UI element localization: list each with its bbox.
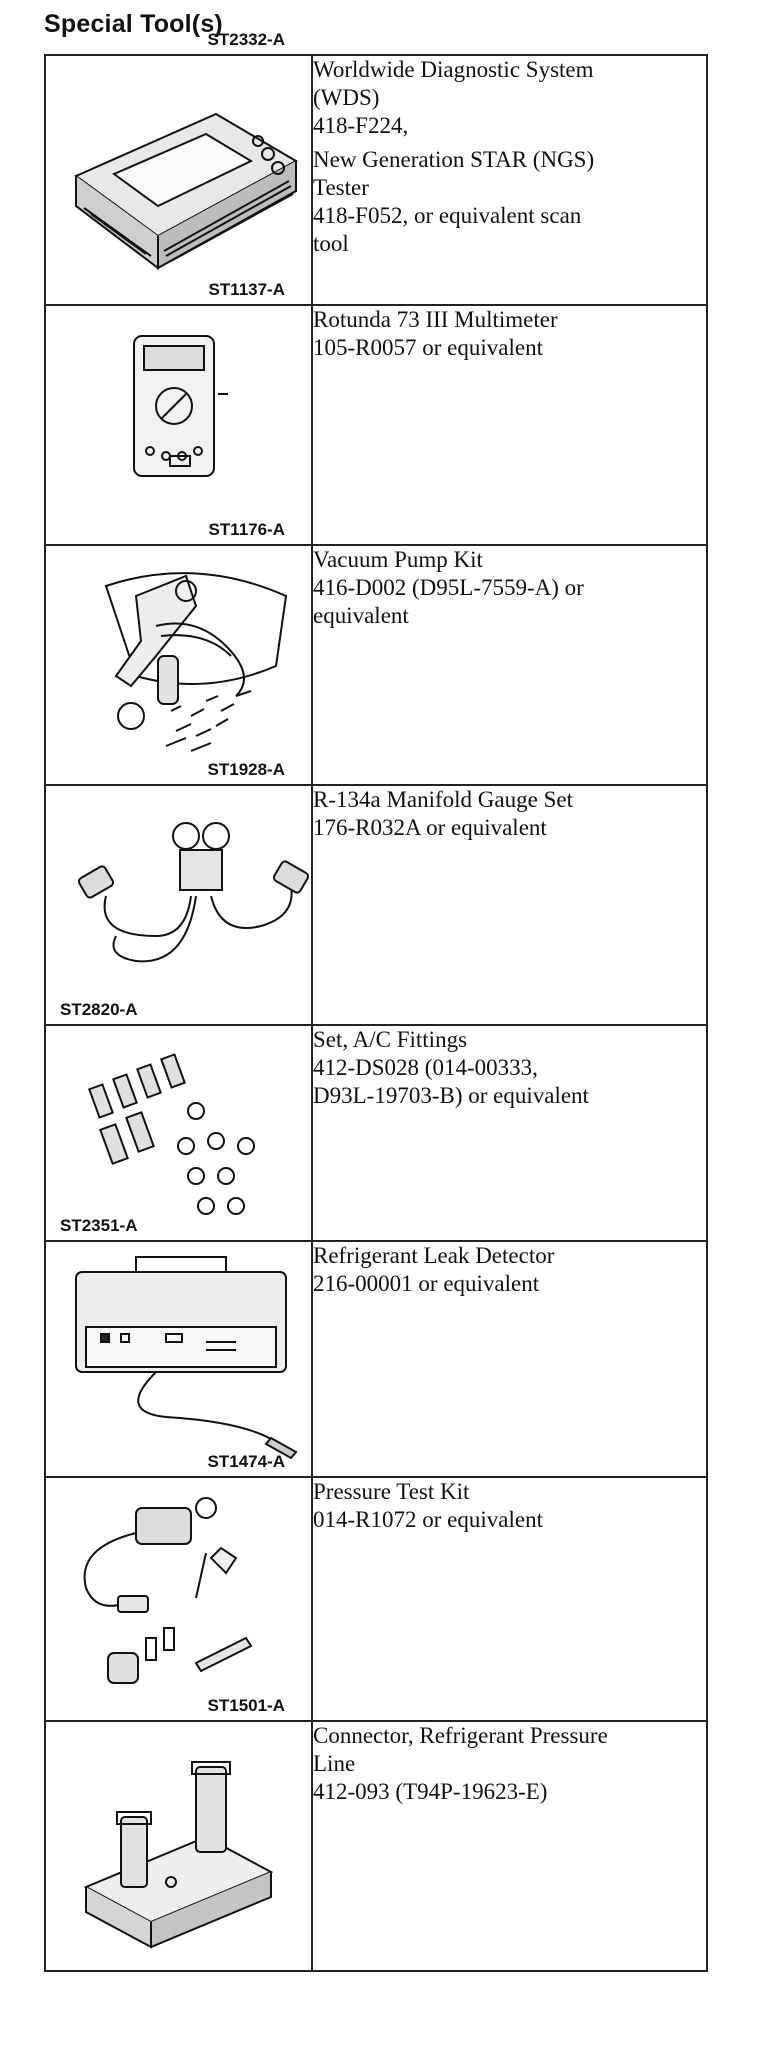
tool-code: ST1928-A — [207, 760, 285, 779]
section-title: Special Tool(s) — [44, 10, 223, 38]
tool-image-cell: ST2820-A — [44, 1000, 313, 1242]
tool-code: ST2820-A — [60, 1000, 138, 1019]
text-line: 412-093 (T94P-19623-E) — [313, 1779, 548, 1804]
text-line: 412-DS028 (014-00333, — [313, 1055, 538, 1080]
tool-code: ST2351-A — [60, 1216, 138, 1235]
tool-description: Worldwide Diagnostic System (WDS) 418-F2… — [311, 54, 708, 306]
pressure-test-kit-icon — [83, 1497, 253, 1684]
tool-code: ST1474-A — [207, 1452, 285, 1471]
tool-description: Pressure Test Kit 014-R1072 or equivalen… — [311, 1476, 708, 1722]
tool-code: ST2332-A — [207, 30, 285, 49]
tool-row-leak-detector: ST2351-A Refrigerant Leak Detector 216-0… — [44, 1216, 708, 1478]
tool-code: ST1137-A — [208, 280, 285, 299]
manifold-gauge-set-icon — [77, 822, 310, 963]
tool-image-cell: ST1928-A — [44, 760, 313, 1026]
text-line: equivalent — [313, 603, 409, 628]
text-line: Line — [313, 1751, 356, 1776]
tool-description: Set, A/C Fittings 412-DS028 (014-00333, … — [311, 1024, 708, 1242]
leak-detector-icon — [75, 1256, 298, 1460]
tool-image-cell: ST2351-A — [44, 1216, 313, 1478]
text-line: tool — [313, 231, 349, 256]
text-line: 014-R1072 or equivalent — [313, 1507, 543, 1532]
pressure-line-connector-icon — [83, 1761, 274, 1949]
text-line: 176-R032A or equivalent — [313, 815, 547, 840]
text-line: Vacuum Pump Kit — [313, 547, 483, 572]
tool-code: ST1501-A — [207, 1696, 285, 1715]
tool-image-cell: ST1474-A — [44, 1452, 313, 1722]
text-line: Refrigerant Leak Detector — [313, 1243, 555, 1268]
tool-description-paragraph: R-134a Manifold Gauge Set 176-R032A or e… — [313, 786, 706, 842]
tool-row-vacuum-pump-kit: ST1176-A Vacuum Pump Kit 416-D002 (D95L-… — [44, 520, 708, 786]
tool-description: Refrigerant Leak Detector 216-00001 or e… — [311, 1240, 708, 1478]
tool-description-paragraph: Vacuum Pump Kit 416-D002 (D95L-7559-A) o… — [313, 546, 706, 630]
tool-description-paragraph: Refrigerant Leak Detector 216-00001 or e… — [313, 1242, 706, 1298]
text-line: Rotunda 73 III Multimeter — [313, 307, 558, 332]
text-line: New Generation STAR (NGS) — [313, 147, 595, 172]
tool-description-paragraph: Worldwide Diagnostic System (WDS) 418-F2… — [313, 56, 706, 140]
text-line: (WDS) — [313, 85, 380, 110]
tool-image-cell: ST1137-A — [44, 280, 313, 546]
text-line: Set, A/C Fittings — [313, 1027, 468, 1052]
text-line: 418-F224, — [313, 113, 409, 138]
tool-row-scan-tool: ST2332-A Worldwide Diagnostic System (WD… — [44, 30, 708, 306]
text-line: D93L-19703-B) or equivalent — [313, 1083, 589, 1108]
vacuum-pump-kit-icon — [104, 572, 288, 752]
text-line: 416-D002 (D95L-7559-A) or — [313, 575, 584, 600]
tool-description: Vacuum Pump Kit 416-D002 (D95L-7559-A) o… — [311, 544, 708, 786]
tool-description-paragraph: Pressure Test Kit 014-R1072 or equivalen… — [313, 1478, 706, 1534]
tool-description-paragraph: Connector, Refrigerant Pressure Line 412… — [313, 1722, 706, 1806]
tool-row-pressure-line-connector: ST1501-A Connector, Refrigerant Pressure… — [44, 1696, 708, 1972]
tool-code: ST1176-A — [208, 520, 285, 539]
tool-image-cell: ST1176-A — [44, 520, 313, 786]
text-line: 418-F052, or equivalent scan — [313, 203, 582, 228]
tool-row-pressure-test-kit: ST1474-A Pressure Test Kit 014-R1072 or … — [44, 1452, 708, 1722]
tool-description: R-134a Manifold Gauge Set 176-R032A or e… — [311, 784, 708, 1026]
tool-image-cell: ST1501-A — [44, 1696, 313, 1972]
tool-row-ac-fittings: ST2820-A Set, A/C Fittings 412-DS028 (01… — [44, 1000, 708, 1242]
text-line: 105-R0057 or equivalent — [313, 335, 543, 360]
text-line: 216-00001 or equivalent — [313, 1271, 540, 1296]
text-line: R-134a Manifold Gauge Set — [313, 787, 573, 812]
tool-row-multimeter: ST1137-A Rotunda 73 III Multimeter 105-R… — [44, 280, 708, 546]
tool-description: Rotunda 73 III Multimeter 105-R0057 or e… — [311, 304, 708, 546]
ac-fittings-icon — [88, 1053, 255, 1215]
text-line: Worldwide Diagnostic System — [313, 57, 594, 82]
tool-description-paragraph: Rotunda 73 III Multimeter 105-R0057 or e… — [313, 306, 706, 362]
special-tools-table: ST2332-A Worldwide Diagnostic System (WD… — [44, 30, 708, 1972]
tool-description: Connector, Refrigerant Pressure Line 412… — [311, 1720, 708, 1972]
text-line: Connector, Refrigerant Pressure — [313, 1723, 608, 1748]
scan-tool-icon — [74, 112, 299, 271]
tool-description-paragraph: New Generation STAR (NGS) Tester 418-F05… — [313, 146, 706, 258]
tool-row-manifold-gauge-set: ST1928-A R-134a Manifold Gauge Set 176-R… — [44, 760, 708, 1026]
text-line: Tester — [313, 175, 369, 200]
text-line: Pressure Test Kit — [313, 1479, 470, 1504]
tool-image-cell: ST2332-A — [44, 30, 313, 306]
multimeter-icon — [133, 335, 228, 477]
tool-description-paragraph: Set, A/C Fittings 412-DS028 (014-00333, … — [313, 1026, 706, 1110]
